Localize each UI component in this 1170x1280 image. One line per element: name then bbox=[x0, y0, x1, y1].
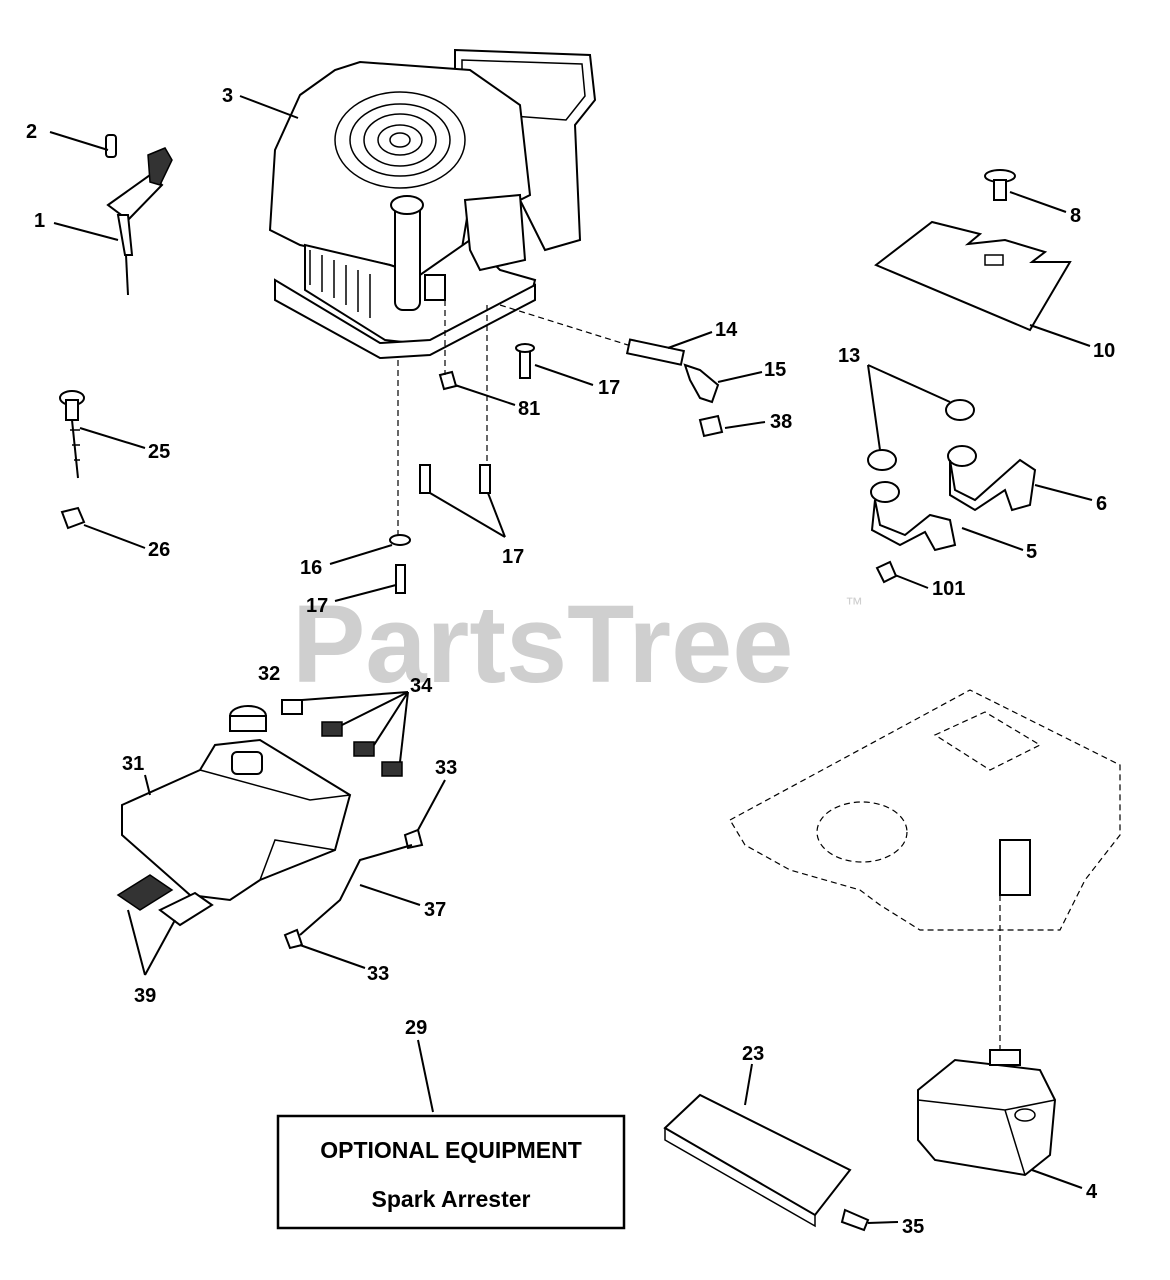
throttle-control-drawing bbox=[105, 134, 173, 296]
watermark-trademark: ™ bbox=[845, 594, 863, 614]
callout-6: 6 bbox=[1096, 493, 1107, 515]
callout-25: 25 bbox=[148, 441, 170, 463]
spark-arrester-drawing bbox=[663, 1093, 870, 1232]
callout-10: 10 bbox=[1093, 340, 1115, 362]
callout-5: 5 bbox=[1026, 541, 1037, 563]
callout-8: 8 bbox=[1070, 205, 1081, 227]
callout-81: 81 bbox=[518, 398, 540, 420]
callout-34: 34 bbox=[410, 675, 433, 697]
callout-38: 38 bbox=[770, 411, 792, 433]
optional-equipment-title: OPTIONAL EQUIPMENT bbox=[320, 1137, 582, 1163]
fuel-line-drawing bbox=[389, 300, 724, 594]
exhaust-pipes-drawing bbox=[867, 399, 1037, 584]
callout-13: 13 bbox=[838, 345, 860, 367]
callout-35: 35 bbox=[902, 1216, 924, 1238]
heat-shield-drawing bbox=[874, 169, 1072, 332]
callout-39: 39 bbox=[134, 985, 156, 1007]
air-cleaner-drawing bbox=[116, 699, 403, 927]
callout-37: 37 bbox=[424, 899, 446, 921]
callout-101: 101 bbox=[932, 578, 965, 600]
callout-17-bolts: 17 bbox=[502, 546, 524, 568]
leader-lines bbox=[49, 95, 1093, 1224]
callout-31: 31 bbox=[122, 753, 144, 775]
callout-33-upper: 33 bbox=[435, 757, 457, 779]
callout-26: 26 bbox=[148, 539, 170, 561]
callout-32: 32 bbox=[258, 663, 280, 685]
chassis-frame-drawing bbox=[729, 689, 1121, 1055]
engine-drawing bbox=[268, 48, 597, 360]
callout-15: 15 bbox=[764, 359, 786, 381]
muffler-drawing bbox=[917, 1049, 1057, 1177]
optional-equipment-box: OPTIONAL EQUIPMENT Spark Arrester bbox=[276, 1114, 626, 1230]
callout-14: 14 bbox=[715, 319, 738, 341]
callout-1: 1 bbox=[34, 210, 45, 232]
choke-knob-drawing bbox=[59, 390, 86, 530]
callout-4: 4 bbox=[1086, 1181, 1098, 1203]
callout-3: 3 bbox=[222, 85, 233, 107]
optional-equipment-subtitle: Spark Arrester bbox=[372, 1186, 531, 1212]
watermark-text: PartsTree bbox=[292, 583, 793, 706]
callout-17-fuel: 17 bbox=[598, 377, 620, 399]
callout-33-lower: 33 bbox=[367, 963, 389, 985]
callout-17-lower: 17 bbox=[306, 595, 328, 617]
breather-tube-drawing bbox=[283, 828, 424, 950]
callout-29: 29 bbox=[405, 1017, 427, 1039]
callout-23: 23 bbox=[742, 1043, 764, 1065]
callout-16: 16 bbox=[300, 557, 322, 579]
callout-2: 2 bbox=[26, 121, 37, 143]
